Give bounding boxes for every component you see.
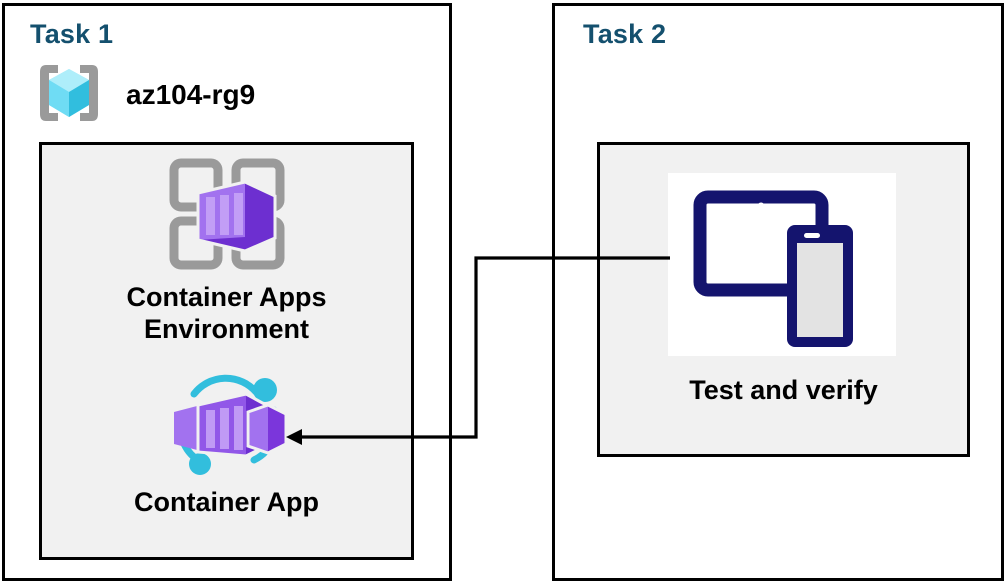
container-app-label: Container App: [134, 487, 319, 517]
test-and-verify-label: Test and verify: [689, 375, 878, 405]
resource-group-row: az104-rg9: [36, 62, 366, 128]
resource-group-icon: [36, 61, 102, 130]
task-2-title: Task 2: [583, 19, 667, 49]
container-apps-environment-label: Container Apps Environment: [126, 282, 327, 344]
node-container-apps-environment: Container Apps Environment: [39, 155, 414, 346]
container-apps-environment-icon: [165, 155, 289, 276]
task-1-title: Task 1: [30, 19, 114, 49]
container-app-icon: [162, 372, 292, 481]
resource-group-label: az104-rg9: [126, 79, 256, 110]
node-test-and-verify: Test and verify: [597, 173, 970, 407]
node-container-app: Container App: [39, 372, 414, 519]
test-devices-icon: [692, 173, 876, 361]
